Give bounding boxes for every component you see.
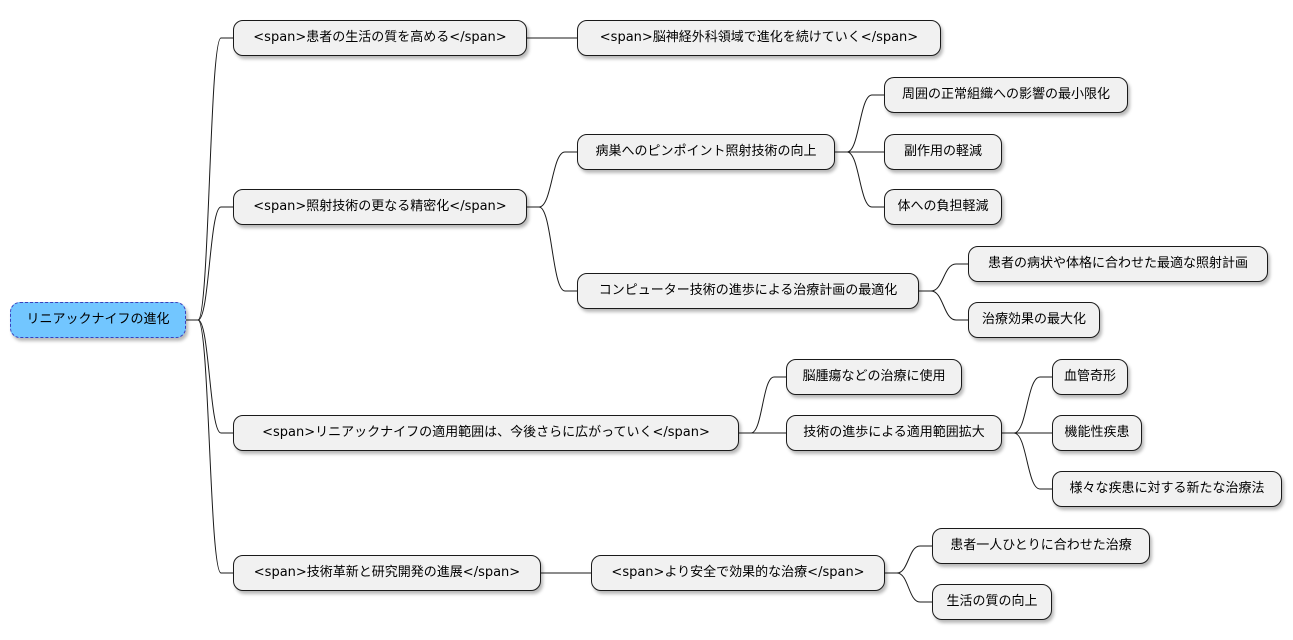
- leaf-node-brain-tumor: 脳腫瘍などの治療に使用: [786, 359, 962, 395]
- child-node-planning: コンピューター技術の進歩による治療計画の最適化: [577, 273, 919, 309]
- leaf-node-new-treatments: 様々な疾患に対する新たな治療法: [1052, 471, 1282, 507]
- connector-line: [186, 37, 233, 321]
- connector-line: [186, 319, 233, 434]
- leaf-node-optimal-plan: 患者の病状や体格に合わせた最適な照射計画: [968, 246, 1268, 282]
- connector-line: [186, 206, 233, 321]
- connector-line: [835, 151, 884, 208]
- connector-line: [835, 94, 884, 153]
- leaf-node-vascular: 血管奇形: [1052, 359, 1128, 395]
- child-node-pinpoint: 病巣へのピンポイント照射技術の向上: [577, 134, 835, 170]
- leaf-node-personalized: 患者一人ひとりに合わせた治療: [932, 528, 1150, 564]
- child-node-expansion: 技術の進歩による適用範囲拡大: [786, 415, 1002, 451]
- child-node-safer-treatment: <span>より安全で効果的な治療</span>: [591, 555, 885, 591]
- connector-line: [527, 206, 577, 292]
- leaf-node-neurosurgery: <span>脳神経外科領域で進化を続けていく</span>: [577, 20, 941, 56]
- connector-line: [186, 319, 233, 574]
- leaf-node-body-burden: 体への負担軽減: [884, 189, 1002, 225]
- leaf-node-maximize-effect: 治療効果の最大化: [968, 302, 1100, 338]
- connector-line: [739, 376, 786, 434]
- leaf-node-minimize-impact: 周囲の正常組織への影響の最小限化: [884, 77, 1128, 113]
- branch-node-precision: <span>照射技術の更なる精密化</span>: [233, 189, 527, 225]
- connector-line: [527, 151, 577, 208]
- leaf-node-functional: 機能性疾患: [1052, 415, 1142, 451]
- leaf-node-quality-improvement: 生活の質の向上: [932, 584, 1052, 620]
- connector-line: [885, 545, 932, 574]
- connector-line: [1002, 432, 1052, 490]
- root-node: リニアックナイフの進化: [10, 302, 186, 338]
- leaf-node-side-effects: 副作用の軽減: [884, 134, 1002, 170]
- branch-node-quality-of-life: <span>患者の生活の質を高める</span>: [233, 20, 527, 56]
- connector-line: [919, 290, 968, 321]
- connector-line: [885, 572, 932, 603]
- connector-line: [919, 263, 968, 292]
- connector-line: [1002, 376, 1052, 434]
- branch-node-innovation: <span>技術革新と研究開発の進展</span>: [233, 555, 541, 591]
- branch-node-scope: <span>リニアックナイフの適用範囲は、今後さらに広がっていく</span>: [233, 415, 739, 451]
